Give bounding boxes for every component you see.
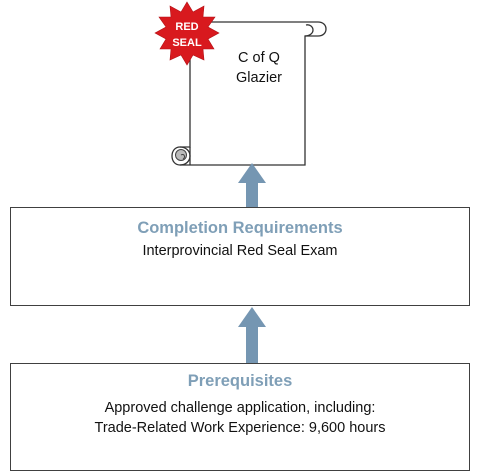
prerequisites-line-1: Approved challenge application, includin… bbox=[104, 400, 376, 416]
certificate-line-2: Glazier bbox=[236, 70, 282, 86]
arrow-up-to-certificate-icon bbox=[238, 163, 266, 208]
red-seal-badge-icon bbox=[154, 1, 220, 66]
certificate-scroll bbox=[171, 21, 327, 166]
seal-line-2: SEAL bbox=[172, 37, 202, 49]
certificate-label: C of Q Glazier bbox=[216, 48, 302, 88]
certificate-line-1: C of Q bbox=[238, 50, 280, 66]
completion-line-1: Interprovincial Red Seal Exam bbox=[142, 243, 338, 259]
completion-requirements-box: Completion Requirements Interprovincial … bbox=[10, 207, 470, 306]
arrow-up-to-completion-icon bbox=[238, 307, 266, 364]
seal-line-1: RED bbox=[175, 21, 199, 33]
prerequisites-line-2: Trade-Related Work Experience: 9,600 hou… bbox=[94, 420, 386, 436]
completion-title: Completion Requirements bbox=[137, 219, 343, 237]
seal-label: RED SEAL bbox=[164, 19, 210, 51]
prerequisites-box: Prerequisites Approved challenge applica… bbox=[10, 363, 470, 471]
prerequisites-title: Prerequisites bbox=[187, 372, 293, 390]
